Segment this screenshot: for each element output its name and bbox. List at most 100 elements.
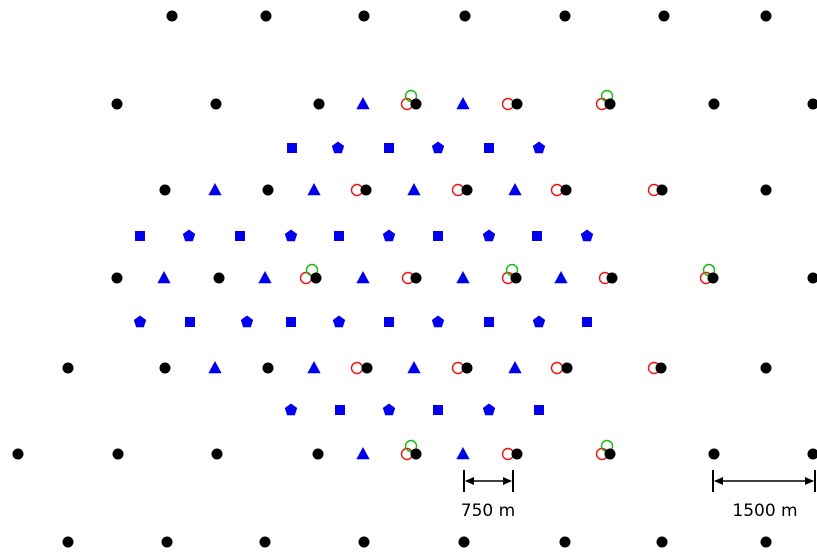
red-ring <box>299 271 313 285</box>
black-dot <box>111 272 123 284</box>
blue-triangle <box>208 361 222 374</box>
green-ring-markers <box>305 89 716 453</box>
scale-bar-1500m: 1500 m <box>712 470 816 521</box>
blue-triangle <box>554 271 568 284</box>
black-dot <box>259 536 271 548</box>
blue-pentagon <box>532 141 546 154</box>
black-dot <box>262 184 274 196</box>
blue-pentagon <box>482 403 496 416</box>
black-dot <box>12 448 24 460</box>
blue-triangle <box>307 361 321 374</box>
black-dot <box>159 184 171 196</box>
black-dot <box>360 184 372 196</box>
blue-pentagon <box>431 315 445 328</box>
blue-triangle <box>356 97 370 110</box>
blue-square <box>384 317 394 327</box>
blue-triangle <box>356 447 370 460</box>
blue-square <box>287 143 297 153</box>
black-dot <box>708 98 720 110</box>
black-dot <box>62 362 74 374</box>
black-dot <box>358 10 370 22</box>
black-dot <box>361 362 373 374</box>
red-ring <box>350 361 364 375</box>
blue-triangle <box>456 271 470 284</box>
black-dot <box>561 362 573 374</box>
black-dot <box>312 448 324 460</box>
blue-shape-markers <box>133 97 594 460</box>
black-dot <box>161 536 173 548</box>
black-dot <box>656 536 668 548</box>
blue-triangle <box>456 97 470 110</box>
black-dot <box>760 536 772 548</box>
blue-pentagon <box>182 229 196 242</box>
black-dot <box>461 362 473 374</box>
blue-triangle <box>258 271 272 284</box>
black-dot <box>760 10 772 22</box>
scale-bar-1500m-arrow-left <box>714 477 723 485</box>
black-dot <box>511 98 523 110</box>
scale-bar-1500m-label: 1500 m <box>732 501 797 521</box>
blue-triangle <box>356 271 370 284</box>
black-dot <box>760 362 772 374</box>
black-dot <box>358 536 370 548</box>
blue-pentagon <box>382 229 396 242</box>
black-dot <box>410 98 422 110</box>
black-dot <box>213 272 225 284</box>
blue-square <box>384 143 394 153</box>
blue-pentagon <box>284 403 298 416</box>
black-dot <box>559 10 571 22</box>
black-dot <box>707 272 719 284</box>
black-dot <box>410 448 422 460</box>
blue-pentagon <box>284 229 298 242</box>
black-dot <box>604 448 616 460</box>
scale-bar-1500m-arrow-right <box>805 477 814 485</box>
blue-square <box>185 317 195 327</box>
black-dot <box>313 98 325 110</box>
black-dot-markers <box>12 10 817 548</box>
black-dot <box>807 272 817 284</box>
black-dot <box>159 362 171 374</box>
scale-bar-750m: 750 m <box>461 470 515 521</box>
black-dot <box>656 184 668 196</box>
scale-bar-750m-arrow-left <box>465 477 474 485</box>
red-ring <box>550 361 564 375</box>
blue-square <box>534 405 544 415</box>
black-dot <box>807 448 817 460</box>
blue-square <box>484 143 494 153</box>
blue-square <box>433 405 443 415</box>
black-dot <box>310 272 322 284</box>
black-dot <box>111 98 123 110</box>
blue-square <box>532 231 542 241</box>
black-dot <box>458 536 470 548</box>
black-dot <box>262 362 274 374</box>
black-dot <box>807 98 817 110</box>
black-dot <box>604 98 616 110</box>
blue-pentagon <box>431 141 445 154</box>
blue-pentagon <box>382 403 396 416</box>
black-dot <box>760 184 772 196</box>
black-dot <box>461 184 473 196</box>
blue-triangle <box>508 361 522 374</box>
blue-pentagon <box>332 315 346 328</box>
blue-triangle <box>508 183 522 196</box>
blue-pentagon <box>133 315 147 328</box>
blue-pentagon <box>532 315 546 328</box>
black-dot <box>166 10 178 22</box>
blue-square <box>334 231 344 241</box>
blue-pentagon <box>482 229 496 242</box>
blue-triangle <box>157 271 171 284</box>
blue-square <box>582 317 592 327</box>
black-dot <box>559 536 571 548</box>
blue-square <box>335 405 345 415</box>
blue-square <box>235 231 245 241</box>
blue-triangle <box>307 183 321 196</box>
green-ring <box>404 89 418 103</box>
blue-triangle <box>407 183 421 196</box>
blue-square <box>135 231 145 241</box>
black-dot <box>658 10 670 22</box>
black-dot <box>210 98 222 110</box>
black-dot <box>560 184 572 196</box>
scale-bar-750m-arrow-right <box>503 477 512 485</box>
black-dot <box>510 272 522 284</box>
